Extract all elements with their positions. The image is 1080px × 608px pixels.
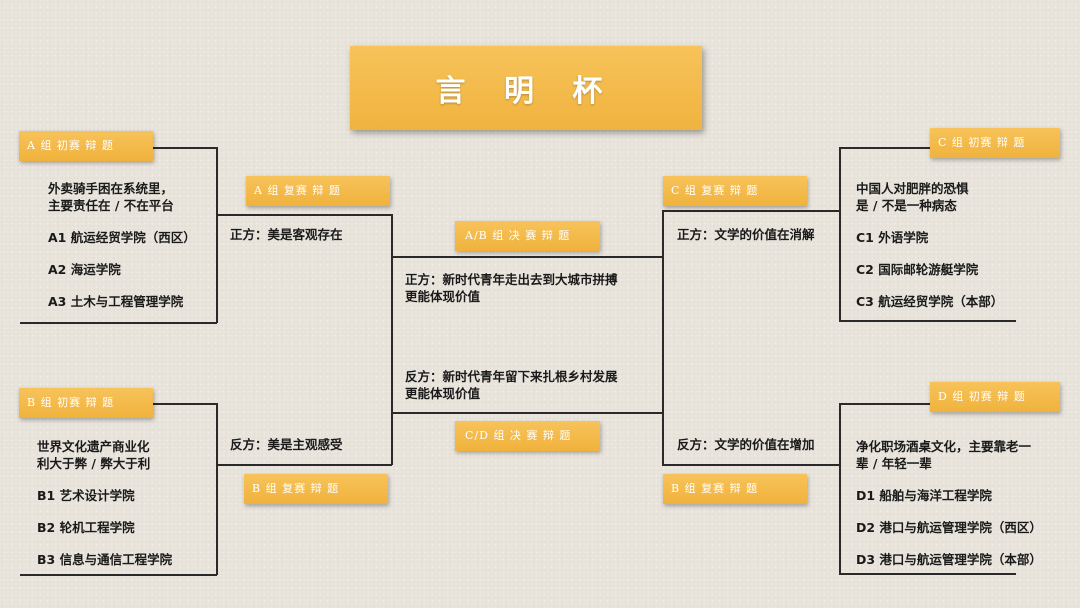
page-title: 言 明 杯 <box>435 74 617 109</box>
team-a2: A2 海运学院 <box>48 262 121 277</box>
bracket-line <box>216 147 218 323</box>
group-d-topic: 净化职场酒桌文化，主要靠老一 辈 / 年轻一辈 <box>856 439 1032 471</box>
team-a3: A3 土木与工程管理学院 <box>48 294 184 309</box>
semi-d-label: B 组 复赛 辩 题 <box>663 474 807 504</box>
team-c2: C2 国际邮轮游艇学院 <box>856 262 979 277</box>
group-c-topic: 中国人对肥胖的恐惧 是 / 不是一种病态 <box>856 181 969 213</box>
semi-right-pro: 正方：文学的价值在消解 <box>677 227 815 242</box>
final-ab-label: A/B 组 决 赛 辩 题 <box>455 221 600 251</box>
bracket-line <box>20 574 217 576</box>
bracket-line <box>839 573 1016 575</box>
semi-a-label: A 组 复赛 辩 题 <box>246 176 390 206</box>
bracket-line <box>216 214 392 216</box>
group-b-label: B 组 初赛 辩 题 <box>19 388 153 418</box>
group-b-topic: 世界文化遗产商业化 利大于弊 / 弊大于利 <box>37 439 151 471</box>
bracket-line <box>391 412 663 414</box>
team-d3: D3 港口与航运管理学院（本部） <box>856 552 1042 567</box>
bracket-line <box>839 147 1016 149</box>
group-c-label: C 组 初赛 辩 题 <box>930 128 1060 158</box>
final-con: 反方：新时代青年留下来扎根乡村发展 更能体现价值 <box>405 369 618 401</box>
team-c3: C3 航运经贸学院（本部） <box>856 294 1004 309</box>
semi-left-pro: 正方：美是客观存在 <box>230 227 343 242</box>
title-banner: 言 明 杯 <box>350 46 702 130</box>
bracket-line <box>391 256 663 258</box>
bracket-line <box>839 147 841 321</box>
team-b1: B1 艺术设计学院 <box>37 488 135 503</box>
bracket-line <box>839 403 841 574</box>
bracket-line <box>216 403 218 575</box>
team-a1: A1 航运经贸学院（西区） <box>48 230 196 245</box>
bracket-line <box>662 210 840 212</box>
final-pro: 正方：新时代青年走出去到大城市拼搏 更能体现价值 <box>405 272 618 304</box>
group-a-label: A 组 初赛 辩 题 <box>19 131 153 161</box>
team-d1: D1 船舶与海洋工程学院 <box>856 488 992 503</box>
bracket-line <box>391 214 393 465</box>
bracket-line <box>216 464 392 466</box>
bracket-line <box>662 210 664 465</box>
final-cd-label: C/D 组 决 赛 辩 题 <box>455 421 600 451</box>
semi-right-con: 反方：文学的价值在增加 <box>677 437 815 452</box>
bracket-line <box>839 403 1016 405</box>
semi-b-label: B 组 复赛 辩 题 <box>244 474 388 504</box>
team-c1: C1 外语学院 <box>856 230 929 245</box>
group-d-label: D 组 初赛 辩 题 <box>930 382 1060 412</box>
team-b2: B2 轮机工程学院 <box>37 520 135 535</box>
team-b3: B3 信息与通信工程学院 <box>37 552 173 567</box>
semi-c-label: C 组 复赛 辩 题 <box>663 176 807 206</box>
group-a-topic: 外卖骑手困在系统里， 主要责任在 / 不在平台 <box>48 181 174 213</box>
team-d2: D2 港口与航运管理学院（西区） <box>856 520 1042 535</box>
bracket-line <box>20 322 217 324</box>
bracket-line <box>839 320 1016 322</box>
bracket-line <box>662 464 840 466</box>
semi-left-con: 反方：美是主观感受 <box>230 437 343 452</box>
